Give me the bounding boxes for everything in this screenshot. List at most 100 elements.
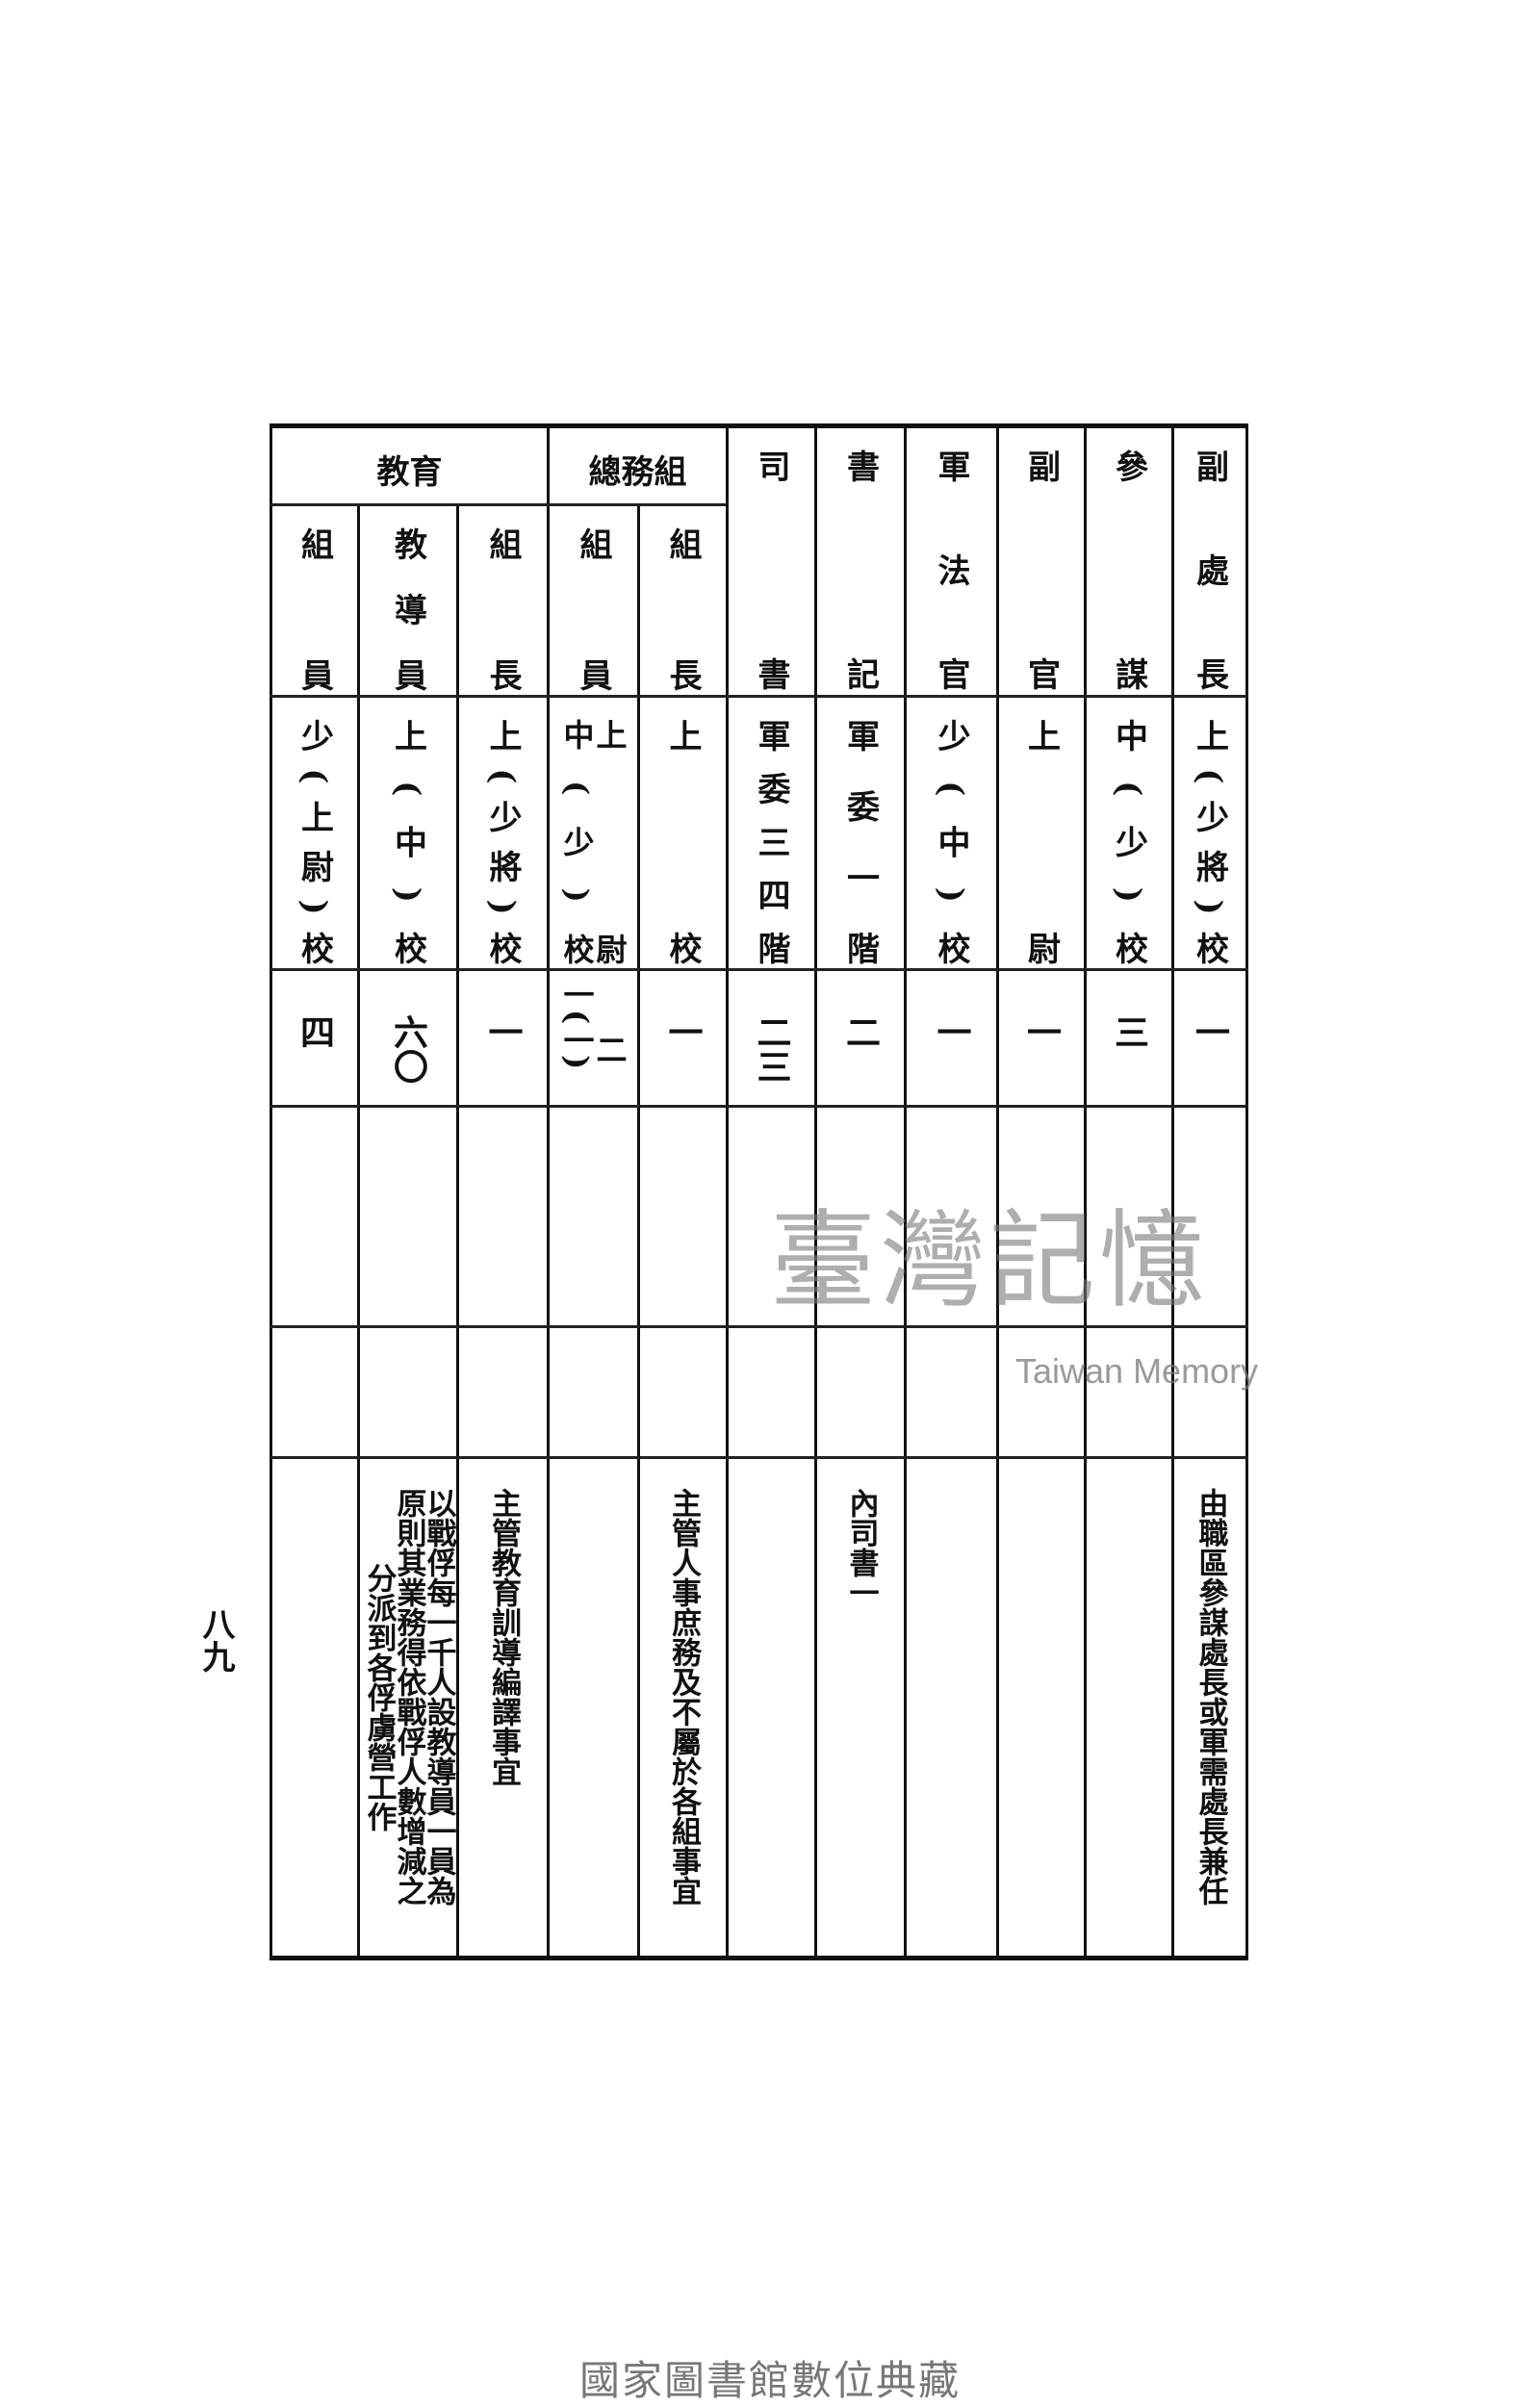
rank-cell: 少(中)校 [904, 696, 999, 971]
column-title: 組長 [483, 527, 522, 691]
rank-cell: 上尉 [996, 696, 1087, 971]
count-cell: 二 [814, 969, 907, 1108]
count-cell: 一 [456, 969, 550, 1108]
rank-cell: 少(上尉)校 [270, 696, 360, 971]
remark-cell: 主管人事庶務及不屬於各組事宜 [637, 1457, 729, 1959]
count-cell: 一 [996, 969, 1087, 1108]
header-cell: 教導員 [357, 504, 459, 698]
remark-cell [270, 1457, 360, 1959]
remark-text: 原則其業務得依戰俘人數增減之 [391, 1488, 426, 1906]
remark-text: 內司書一 [843, 1488, 879, 1607]
rank-cell: 上校 [637, 696, 729, 971]
remark-text: 分派到各俘虜營工作 [361, 1562, 397, 1831]
header-cell: 組長 [456, 504, 550, 698]
watermark-text: Taiwan Memory [1015, 1351, 1259, 1391]
rank-text: 上校 [663, 719, 702, 964]
header-cell: 副官 [996, 425, 1087, 698]
remark-text: 主管教育訓導編譯事宜 [486, 1488, 521, 1786]
page-number: 八九 [196, 1607, 235, 1673]
count-text: 一 [662, 1014, 704, 1049]
header-cell: 副處長 [1171, 425, 1248, 698]
header-cell: 司書 [726, 425, 817, 698]
header-row: 副處長 參謀 副官 軍法官 書記 司書 總務組 教育 [270, 425, 1248, 698]
rank-cell: 軍委一階 [814, 696, 907, 971]
header-cell: 組員 [270, 504, 360, 698]
count-text: 二三 [751, 1014, 792, 1084]
group-header-education: 教育 [270, 425, 550, 506]
column-title: 組員 [295, 527, 334, 691]
remarks-row: 由職區參謀處長或軍需處長兼任 內司書一 主管人事庶務及不屬於各組事宜 主管教育訓… [270, 1457, 1248, 1959]
count-text: 一 [931, 1014, 972, 1049]
column-title: 司書 [752, 449, 790, 690]
column-title: 組長 [663, 527, 702, 691]
count-cell: 六〇 [357, 969, 459, 1108]
count-text: 一 [482, 1014, 524, 1049]
count-cell: 三 [1084, 969, 1174, 1108]
remark-cell: 以戰俘每一千人設教導員一員為原則其業務得依戰俘人數增減之分派到各俘虜營工作 [357, 1457, 459, 1959]
count-text: 一 [1021, 1014, 1062, 1049]
rank-text: 中(少)校 [1109, 719, 1148, 964]
rank-row: 上(少將)校 中(少)校 上尉 少(中)校 軍委一階 軍委三四階 上校 中(少)… [270, 696, 1248, 971]
count-text: 一(一) [558, 979, 596, 1070]
column-title: 組員 [574, 527, 612, 691]
subheader-row: 組長 組員 組長 教導員 組員 [270, 504, 1247, 698]
count-cell: 二三 [726, 969, 817, 1108]
remark-cell [904, 1457, 999, 1959]
rank-cell: 中(少)校上尉 [547, 696, 640, 971]
header-cell: 組長 [637, 504, 729, 698]
count-text: 二 [840, 1014, 881, 1049]
group-header-general-affairs: 總務組 [547, 425, 729, 506]
remark-cell: 由職區參謀處長或軍需處長兼任 [1171, 1457, 1248, 1959]
group-title: 教育 [376, 453, 443, 492]
count-text: 二 [591, 1034, 629, 1065]
rank-cell: 上(中)校 [357, 696, 459, 971]
count-cell: 四 [270, 969, 360, 1108]
footer-credit: 國家圖書館數位典藏 [578, 2357, 961, 2404]
remark-cell: 主管教育訓導編譯事宜 [456, 1457, 550, 1959]
blank-row [270, 1326, 1248, 1459]
rank-cell: 上(少將)校 [456, 696, 550, 971]
count-cell: 一(一)二 [547, 969, 640, 1108]
column-title: 書記 [840, 449, 880, 690]
rank-text: 軍委一階 [840, 719, 880, 964]
count-cell: 一 [904, 969, 999, 1108]
rank-text: 上尉 [1021, 719, 1061, 964]
rank-text: 軍委三四階 [752, 719, 790, 964]
count-text: 四 [295, 1014, 335, 1049]
count-text: 六〇 [388, 1014, 428, 1084]
remark-text: 由職區參謀處長或軍需處長兼任 [1193, 1488, 1228, 1906]
rank-text: 少(中)校 [932, 719, 970, 964]
rank-text: 上尉 [591, 719, 629, 964]
count-cell: 一 [637, 969, 729, 1108]
count-row: 一 三 一 一 二 二三 一 一(一)二 一 六〇 四 [270, 969, 1248, 1108]
column-title: 軍法官 [932, 449, 970, 690]
count-text: 一 [1190, 1014, 1230, 1049]
remark-cell [726, 1457, 817, 1959]
rank-text: 上(中)校 [388, 719, 427, 964]
rank-cell: 中(少)校 [1084, 696, 1174, 971]
rank-text: 上(少將)校 [1190, 719, 1229, 964]
group-title: 總務組 [588, 453, 687, 492]
organization-table: 副處長 參謀 副官 軍法官 書記 司書 總務組 教育 組長 組員 組長 教導員 … [270, 423, 1248, 1960]
remark-cell [1084, 1457, 1174, 1959]
rank-cell: 上(少將)校 [1171, 696, 1248, 971]
column-title: 副處長 [1190, 449, 1229, 690]
rank-text: 少(上尉)校 [295, 719, 334, 964]
header-cell: 書記 [814, 425, 907, 698]
count-cell: 一 [1171, 969, 1248, 1108]
remark-cell [547, 1457, 640, 1959]
column-title: 副官 [1021, 449, 1061, 690]
rank-cell: 軍委三四階 [726, 696, 817, 971]
header-cell: 參謀 [1084, 425, 1174, 698]
header-cell: 軍法官 [904, 425, 999, 698]
watermark-logo: 臺灣記憶 [770, 1199, 1209, 1322]
count-text: 三 [1109, 1014, 1149, 1049]
rank-text: 上(少將)校 [483, 719, 522, 964]
rank-text: 中(少)校 [558, 719, 596, 964]
remark-text: 主管人事庶務及不屬於各組事宜 [666, 1488, 701, 1906]
remark-text: 以戰俘每一千人設教導員一員為 [421, 1488, 456, 1906]
column-title: 教導員 [388, 527, 427, 691]
remark-cell [996, 1457, 1087, 1959]
header-cell: 組員 [547, 504, 640, 698]
blank-row [270, 1106, 1248, 1328]
